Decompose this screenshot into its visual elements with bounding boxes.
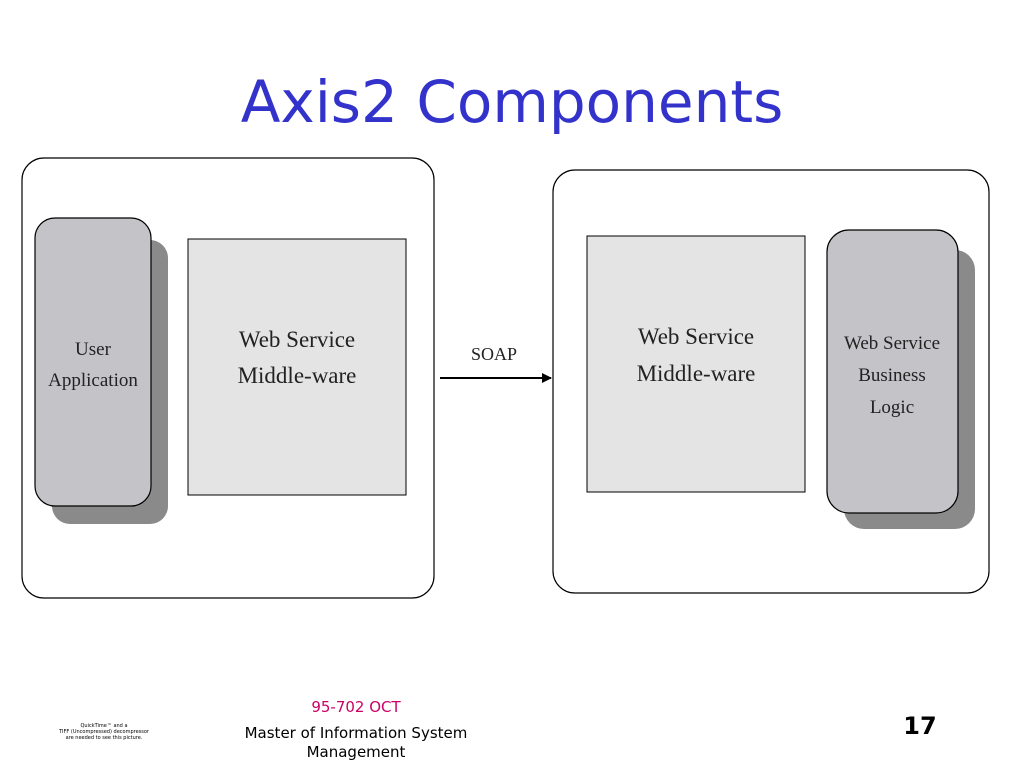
business-logic-label-line3: Logic bbox=[870, 397, 914, 418]
server-middleware-label-line1: Web Service bbox=[638, 324, 754, 349]
client-middleware-box bbox=[187, 238, 407, 496]
slide-title: Axis2 Components bbox=[240, 68, 784, 136]
quicktime-line2: TIFF (Uncompressed) decompressor bbox=[59, 729, 149, 735]
footer-program-line2: Management bbox=[306, 743, 406, 761]
page-number: 17 bbox=[903, 712, 937, 740]
business-logic-label-line1: Web Service bbox=[844, 333, 940, 354]
user-application-label-line1: User bbox=[75, 339, 112, 360]
client-middleware-label-line1: Web Service bbox=[239, 327, 355, 352]
server-middleware-label-line2: Middle-ware bbox=[637, 361, 756, 386]
soap-label: SOAP bbox=[471, 344, 517, 364]
server-middleware-box bbox=[586, 235, 806, 493]
footer-program-line1: Master of Information System bbox=[244, 724, 468, 742]
business-logic-label-line2: Business bbox=[858, 365, 926, 386]
client-middleware-label-line2: Middle-ware bbox=[238, 363, 357, 388]
quicktime-placeholder: QuickTime™ and a TIFF (Uncompressed) dec… bbox=[46, 723, 162, 741]
user-application-label-line2: Application bbox=[48, 370, 138, 391]
quicktime-line1: QuickTime™ and a bbox=[80, 723, 128, 729]
footer-course-code: 95-702 OCT bbox=[311, 698, 401, 716]
business-logic-box bbox=[826, 229, 959, 514]
footer-program: Master of Information System Management bbox=[216, 724, 496, 762]
quicktime-line3: are needed to see this picture. bbox=[65, 735, 143, 741]
user-application-box bbox=[34, 217, 152, 507]
